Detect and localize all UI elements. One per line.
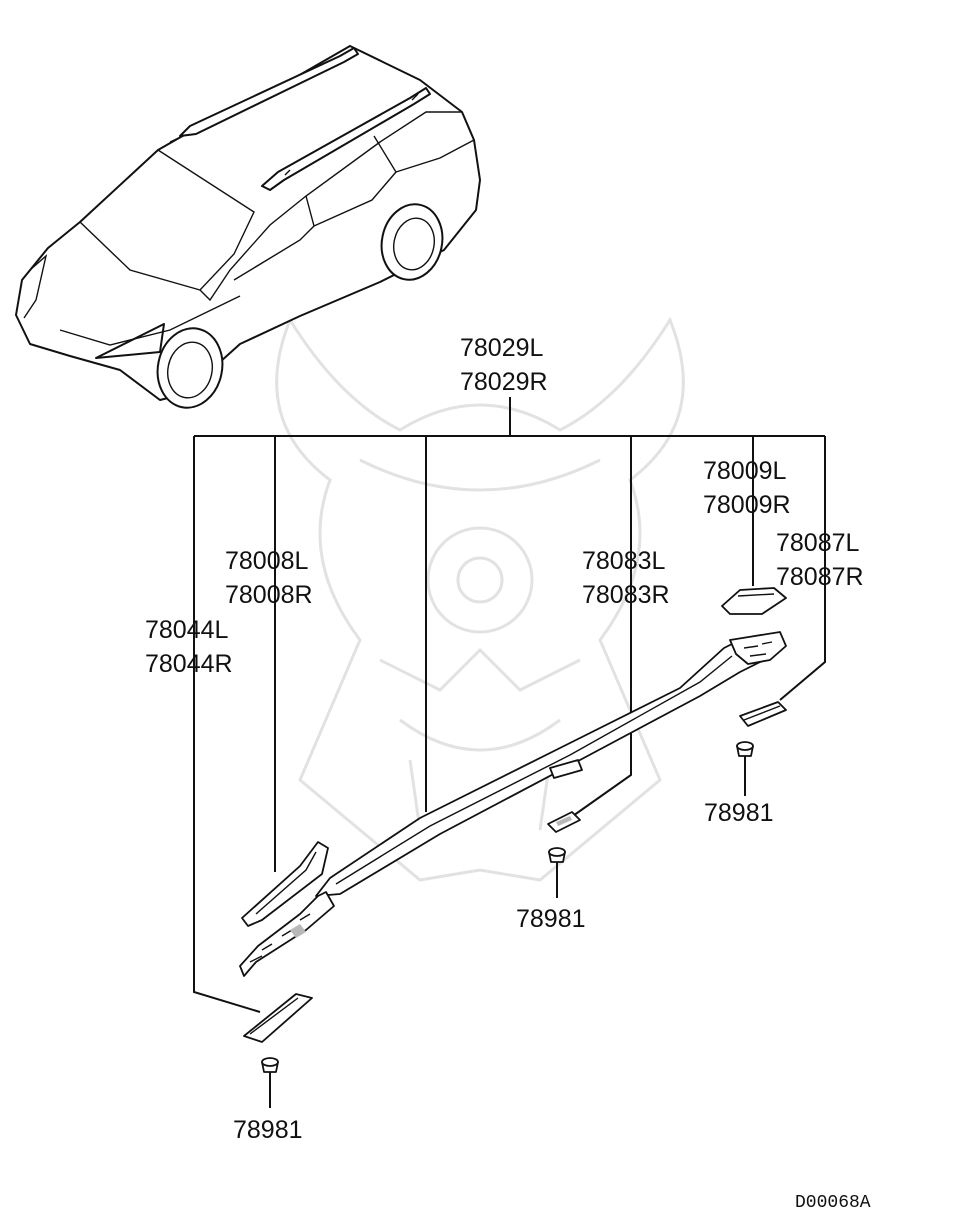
label-roof-rail-l: 78029L bbox=[460, 334, 544, 362]
center-pad bbox=[547, 811, 581, 833]
label-front-cover-l: 78008L bbox=[225, 547, 309, 575]
vehicle-illustration bbox=[15, 45, 481, 409]
watermark-emblem bbox=[275, 316, 685, 882]
label-front-cover-r: 78008R bbox=[225, 581, 313, 609]
label-front-pad-l: 78044L bbox=[145, 616, 229, 644]
clip-center bbox=[548, 847, 566, 863]
label-clip-center: 78981 bbox=[516, 905, 586, 933]
label-rear-cover-l: 78009L bbox=[703, 457, 787, 485]
clip-front bbox=[261, 1057, 279, 1073]
part-labels: 78029L 78029R 78009L 78009R 78087L 78087… bbox=[145, 334, 871, 1210]
label-rear-pad-r: 78087R bbox=[776, 563, 864, 591]
rear-pad bbox=[739, 701, 787, 727]
diagram-id-code: D00068A bbox=[795, 1193, 871, 1210]
label-clip-front: 78981 bbox=[233, 1116, 303, 1144]
rear-end-cover bbox=[721, 587, 787, 615]
front-pad bbox=[243, 993, 313, 1043]
leader-lines bbox=[193, 397, 826, 1108]
front-end-cover bbox=[241, 841, 329, 927]
label-center-pad-l: 78083L bbox=[582, 547, 666, 575]
label-roof-rail-r: 78029R bbox=[460, 368, 548, 396]
label-center-pad-r: 78083R bbox=[582, 581, 670, 609]
label-rear-pad-l: 78087L bbox=[776, 529, 860, 557]
label-clip-rear: 78981 bbox=[704, 799, 774, 827]
clip-rear bbox=[736, 741, 754, 757]
roof-rail bbox=[239, 631, 787, 977]
label-rear-cover-r: 78009R bbox=[703, 491, 791, 519]
label-front-pad-r: 78044R bbox=[145, 650, 233, 678]
